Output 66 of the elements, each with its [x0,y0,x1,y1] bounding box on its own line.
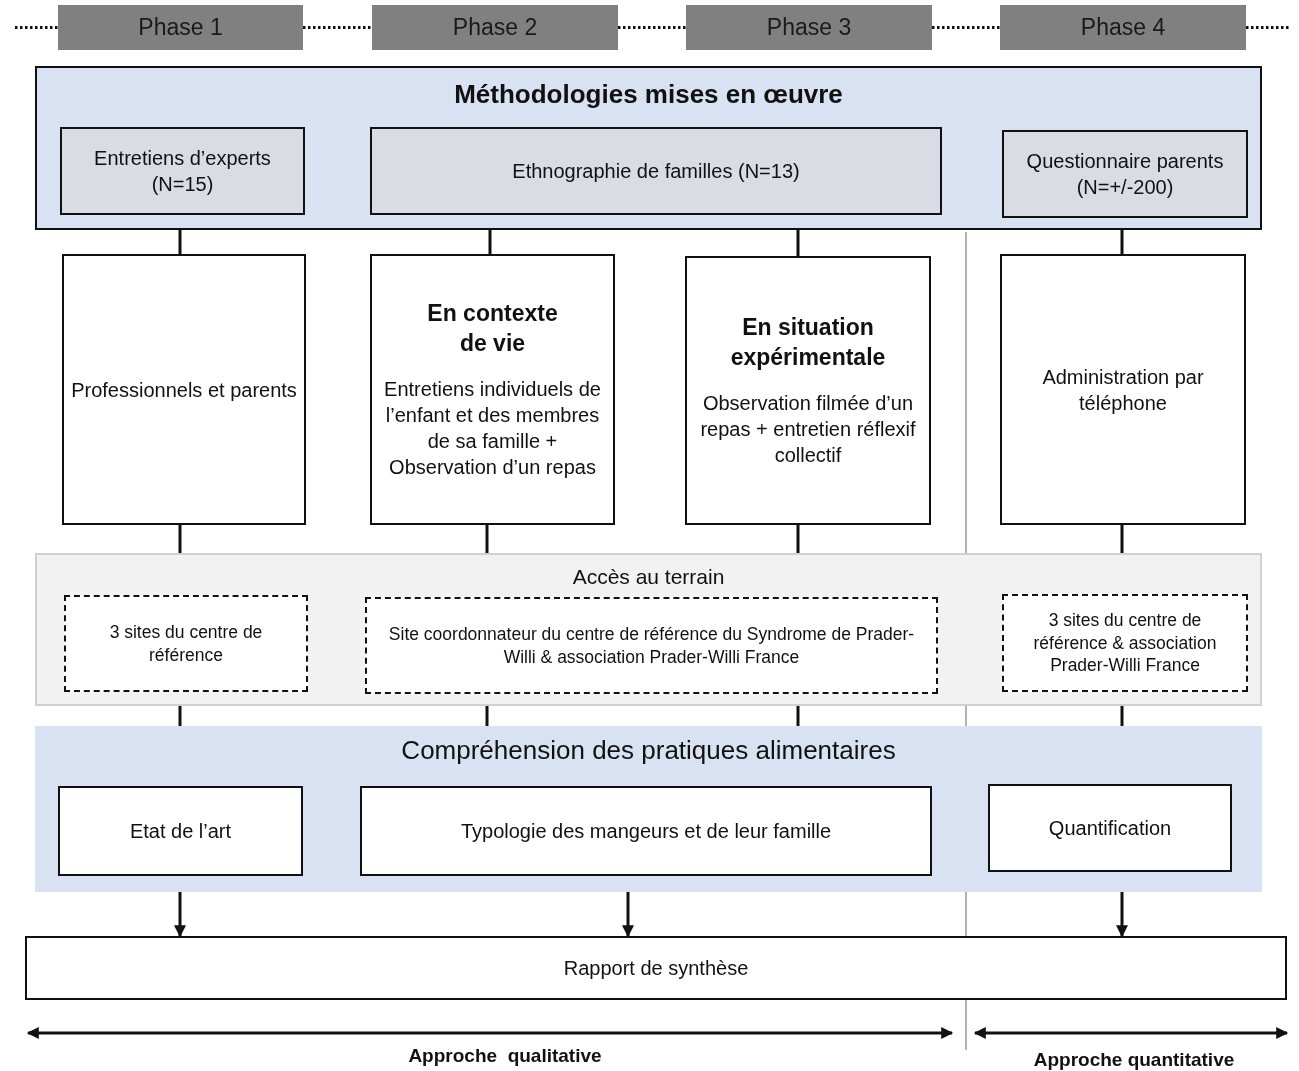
box-text: Phase 3 [766,12,852,42]
dotted-line [15,26,58,29]
box-text: Rapport de synthèse [563,956,749,981]
section-panel [35,553,1262,706]
connector-line [1120,230,1124,254]
arrow [622,892,634,938]
section-panel [35,66,1262,230]
box-text: Site coordonnateur du centre de référence du Syndrome de Prader-Willi & association Prader-Willi France [387,622,916,669]
box-text: 3 sites du centre de référence & association Prader-Willi France [1032,608,1218,678]
connector-line [178,230,182,254]
method-box [370,127,942,215]
result-box [58,786,303,876]
dotted-line [618,26,686,29]
dotted-line [932,26,1000,29]
arrow [174,892,186,938]
connector-line [1120,525,1124,553]
method-box [1002,130,1248,218]
connector-line [796,525,800,553]
box-text: Phase 4 [1080,12,1166,42]
connector-line [485,706,489,726]
section-title: Méthodologies mises en œuvre [453,78,844,111]
result-box [988,784,1232,872]
dotted-line [303,26,372,29]
box-text: Quantification [1048,816,1172,841]
section-title: Accès au terrain [571,564,726,590]
box-text: Entretiens d’experts (N=15) [93,146,272,197]
box-text: Administration par téléphone [1041,364,1205,416]
dotted-line [1246,26,1290,29]
connector-line [178,525,182,553]
box-text: Phase 1 [138,12,223,42]
connector-line [1120,706,1124,726]
connector-line [488,230,492,254]
box-text: 3 sites du centre de référence [108,620,264,667]
connector-line [796,230,800,256]
phase-box [1000,5,1246,50]
report-box [25,936,1287,1000]
box-text: Entretiens individuels de l’enfant et des membres de sa famille + Observation d’un repas [383,377,602,481]
process-box [370,254,615,525]
approach-label: Approche quantitative [1033,1049,1235,1071]
connector-line [178,706,182,726]
box-text: Etat de l’art [129,819,232,844]
process-box [62,254,306,525]
box-text: Typologie des mangeurs et de leur famille [460,819,832,844]
connector-line [485,525,489,553]
box-text: Professionnels et parents [71,377,297,403]
site-box [64,595,308,692]
box-text: Phase 2 [452,12,538,42]
box-heading: En situation expérimentale [729,312,887,372]
process-box [1000,254,1246,525]
phase-box [372,5,618,50]
section-panel [35,726,1262,892]
process-box [685,256,931,525]
result-box [360,786,932,876]
box-text: Observation filmée d’un repas + entretien réflexif collectif [699,391,917,469]
arrow [1116,892,1128,938]
box-heading: En contexte de vie [426,298,559,358]
connector-line [796,706,800,726]
method-box [60,127,305,215]
section-title: Compréhension des pratiques alimentaires [400,734,897,767]
site-box [1002,594,1248,692]
box-text: Ethnographie de familles (N=13) [512,159,800,184]
phase-box [686,5,932,50]
phase-box [58,5,303,50]
approach-label: Approche qualitative [408,1045,602,1067]
site-box [365,597,938,694]
box-text: Questionnaire parents (N=+/-200) [1025,149,1225,200]
